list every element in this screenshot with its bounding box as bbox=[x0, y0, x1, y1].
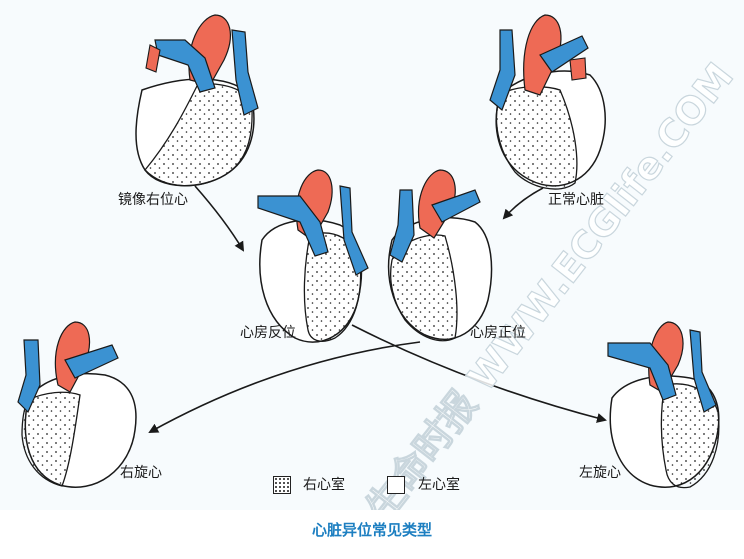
legend-label-left-ventricle: 左心室 bbox=[418, 477, 460, 493]
vena bbox=[257, 195, 329, 257]
figure-caption: 心脏异位常见类型 bbox=[311, 521, 432, 539]
legend-swatch-right-ventricle bbox=[273, 476, 291, 494]
arrow-solitus-to-dextroversion bbox=[148, 341, 421, 433]
label-situs-solitus: 心房正位 bbox=[470, 325, 526, 341]
ventricle-dotted bbox=[21, 391, 81, 487]
arrows bbox=[148, 185, 607, 433]
arrow-normal-to-solitus bbox=[502, 187, 544, 220]
vena bbox=[489, 29, 516, 112]
vena bbox=[154, 39, 216, 93]
heart-normal bbox=[489, 14, 606, 190]
heart-situs-inversus bbox=[257, 169, 369, 343]
ventricle-dotted bbox=[495, 86, 578, 190]
aorta-branch bbox=[569, 57, 587, 81]
diagram-background: 生命时报 WWW.ECGlife.COM 镜像右位心 正常心脏 心房反位 心房正… bbox=[17, 14, 743, 530]
heart-dextroversion bbox=[17, 321, 137, 488]
heart-situs-solitus bbox=[388, 169, 493, 342]
aorta-branch bbox=[145, 44, 161, 73]
legend-label-right-ventricle: 右心室 bbox=[303, 477, 345, 493]
label-dextroversion: 右旋心 bbox=[120, 465, 162, 481]
vena-right bbox=[231, 29, 259, 116]
heart-mirror-dextrocardia bbox=[135, 14, 259, 187]
diagram-svg: 生命时报 WWW.ECGlife.COM bbox=[17, 14, 743, 530]
vena-left bbox=[17, 339, 41, 414]
label-normal-heart: 正常心脏 bbox=[548, 192, 604, 208]
vena-right bbox=[339, 185, 369, 276]
arrow-inversus-to-levoversion bbox=[351, 324, 607, 423]
legend-swatch-left-ventricle bbox=[387, 476, 405, 494]
vena bbox=[64, 344, 119, 379]
arrow-mirror-to-inversus bbox=[194, 185, 245, 252]
vena-branch bbox=[539, 35, 589, 73]
label-mirror-dextrocardia: 镜像右位心 bbox=[118, 192, 188, 208]
vena bbox=[389, 189, 415, 263]
vena-right bbox=[689, 329, 717, 413]
label-levoversion: 左旋心 bbox=[579, 465, 621, 481]
vena-branch bbox=[431, 189, 481, 223]
label-situs-inversus: 心房反位 bbox=[240, 325, 296, 341]
vena bbox=[607, 342, 677, 401]
heart-levoversion bbox=[607, 321, 720, 489]
